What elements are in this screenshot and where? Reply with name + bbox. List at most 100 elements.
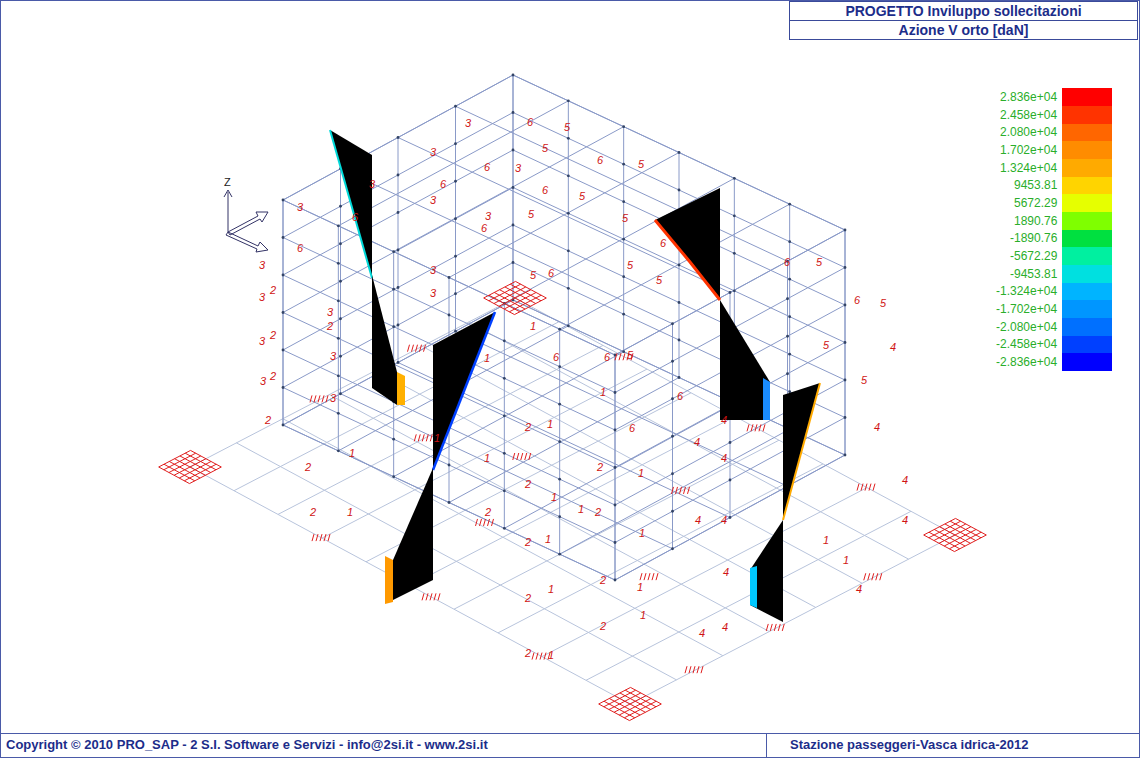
restraint-mark <box>676 487 678 494</box>
mesh-node <box>678 376 681 379</box>
mesh-node <box>392 438 395 441</box>
section-number: 5 <box>564 121 570 133</box>
restraint-mark <box>408 345 410 352</box>
mesh-node <box>729 516 732 519</box>
mesh-node <box>282 274 285 277</box>
mesh-node <box>448 464 451 467</box>
legend-swatch <box>1062 336 1112 354</box>
section-number: 1 <box>548 583 554 595</box>
mesh-node <box>614 541 617 544</box>
shear-area <box>330 130 372 278</box>
project-name: Stazione passeggeri-Vasca idrica-2012 <box>790 737 1028 752</box>
restraint-mark <box>480 519 482 526</box>
restraint-mark <box>759 424 761 431</box>
restraint-mark <box>488 519 490 526</box>
mesh-node <box>567 287 570 290</box>
restraint-mark <box>529 453 531 460</box>
section-number: 3 <box>259 291 265 303</box>
section-number: 3 <box>260 375 266 387</box>
wall-line <box>283 200 284 425</box>
legend-swatch <box>1062 88 1112 106</box>
section-number: 2 <box>525 421 531 433</box>
footing-grid <box>924 535 955 552</box>
mesh-node <box>786 372 789 375</box>
section-number: 2 <box>305 461 311 473</box>
mesh-node <box>512 74 515 77</box>
roof-line <box>341 169 673 324</box>
slab-line <box>586 511 911 680</box>
section-number: 3 <box>330 350 336 362</box>
restraint-mark <box>640 573 642 580</box>
slab-line <box>283 419 723 656</box>
restraint-mark <box>648 573 650 580</box>
legend-swatch <box>1062 230 1112 248</box>
mesh-node <box>454 142 457 145</box>
mesh-node <box>392 288 395 291</box>
mesh-node <box>729 441 732 444</box>
restraint-mark <box>689 666 691 673</box>
mesh-node <box>512 186 515 189</box>
legend-value: -2.836e+04 <box>996 355 1057 369</box>
wall-line <box>513 75 514 300</box>
section-number: 3 <box>369 178 375 190</box>
restraint-mark <box>312 534 314 541</box>
restraint-mark <box>513 453 515 460</box>
shear-diagram <box>330 130 820 622</box>
mesh-node <box>622 200 625 203</box>
mesh-node <box>503 414 506 417</box>
mesh-node <box>558 440 561 443</box>
restraint-mark <box>540 653 542 660</box>
legend-swatch <box>1062 194 1112 212</box>
section-number: 1 <box>484 352 490 364</box>
mesh-node <box>558 553 561 556</box>
restraint-mark <box>422 593 424 600</box>
section-number: 3 <box>485 210 491 222</box>
slab-line <box>236 443 676 680</box>
section-number: 2 <box>270 284 276 296</box>
restraint-mark <box>688 487 690 494</box>
mesh-node <box>448 314 451 317</box>
mesh-node <box>337 449 340 452</box>
mesh-node <box>454 330 457 333</box>
restraint-mark <box>861 484 863 491</box>
wall-line <box>623 127 624 352</box>
legend-swatch <box>1062 177 1112 195</box>
restraint-mark <box>476 519 478 526</box>
legend-value: -1890.76 <box>1010 231 1057 245</box>
mesh-node <box>622 238 625 241</box>
mesh-node <box>567 137 570 140</box>
mesh-node <box>339 205 342 208</box>
mesh-node <box>339 280 342 283</box>
restraint-mark <box>536 653 538 660</box>
mesh-node <box>671 360 674 363</box>
section-number: 2 <box>265 414 271 426</box>
footing-grid <box>514 298 546 315</box>
shear-edge <box>750 566 757 608</box>
section-number: 4 <box>856 583 862 595</box>
section-number: 5 <box>861 374 867 386</box>
restraint-mark <box>484 519 486 526</box>
section-number: 6 <box>784 256 790 268</box>
restraint-mark <box>864 573 866 580</box>
mesh-node <box>844 266 847 269</box>
restraint-mark <box>521 453 523 460</box>
section-number: 2 <box>595 506 601 518</box>
section-number: 1 <box>347 506 353 518</box>
legend-swatch <box>1062 283 1112 301</box>
mesh-node <box>844 454 847 457</box>
restraint-mark <box>438 593 440 600</box>
restraint-mark <box>412 345 414 352</box>
mesh-node <box>788 240 791 243</box>
section-number: 5 <box>542 142 548 154</box>
section-number: 3 <box>515 162 521 174</box>
mesh-node <box>282 424 285 427</box>
section-number: 3 <box>430 287 436 299</box>
restraint-mark <box>865 484 867 491</box>
section-number: 2 <box>270 370 276 382</box>
wall-line <box>504 303 505 528</box>
section-number: 5 <box>530 269 536 281</box>
restraint-mark <box>324 534 326 541</box>
mesh-node <box>733 214 736 217</box>
section-number: 4 <box>890 341 896 353</box>
restraint-mark <box>326 395 328 402</box>
